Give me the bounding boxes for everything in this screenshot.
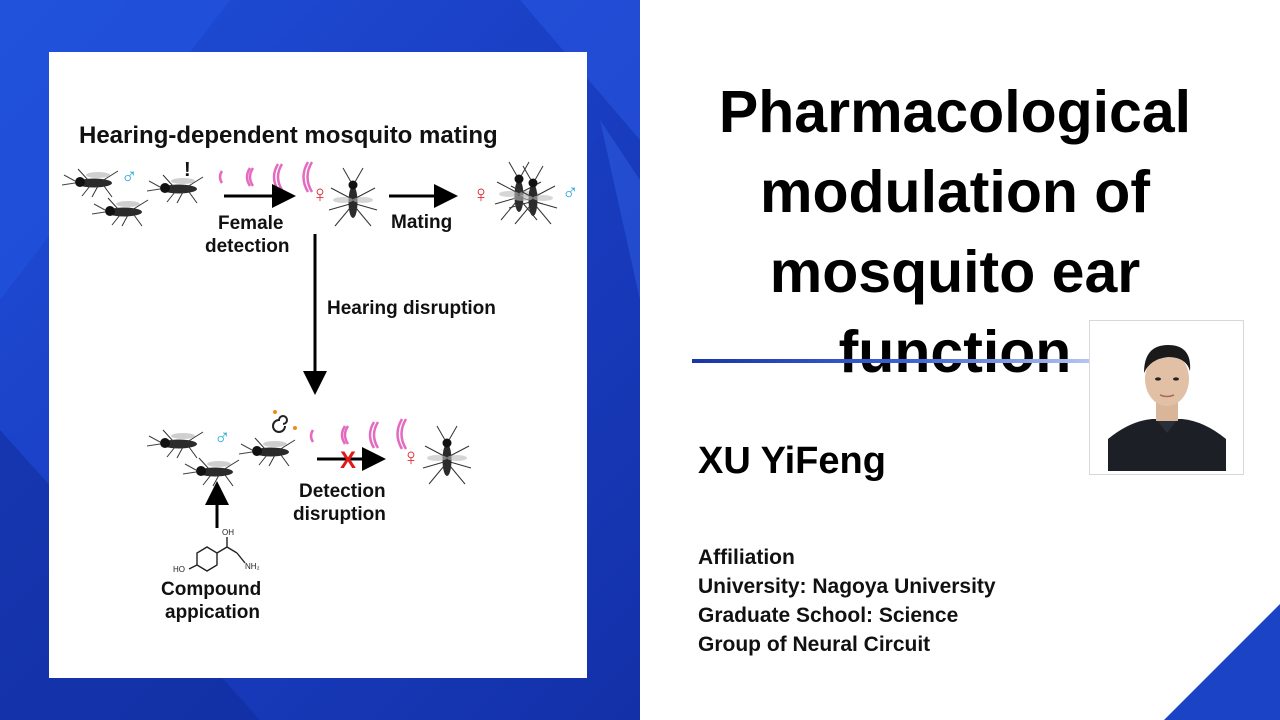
- label-detection: detection: [205, 236, 289, 257]
- block-mark: X: [340, 447, 356, 474]
- male-mosquito: [146, 174, 204, 204]
- label-detection-disruption-1: Detection: [299, 481, 386, 502]
- exclaim-mark: !: [184, 159, 191, 181]
- label-mating: Mating: [391, 212, 452, 233]
- label-detection-disruption-2: disruption: [293, 504, 386, 525]
- female-mosquito: [328, 167, 378, 227]
- label-application: appication: [165, 602, 260, 623]
- author-photo: [1090, 321, 1243, 474]
- slide-title: Pharmacological modulation of mosquito e…: [718, 79, 1192, 385]
- label-hearing-disruption: Hearing disruption: [327, 298, 496, 319]
- male-mosquito: [146, 429, 204, 459]
- compound-structure: [188, 537, 246, 572]
- mating-pair: [494, 161, 558, 225]
- left-blue-panel: Hearing-dependent mosquito mating ♂ ! Fe…: [0, 0, 640, 720]
- affiliation-group: Group of Neural Circuit: [698, 633, 931, 656]
- mating-figure: Hearing-dependent mosquito mating ♂ ! Fe…: [49, 52, 587, 678]
- male-mosquito: [61, 168, 119, 198]
- affiliation-block: Affiliation University: Nagoya Universit…: [698, 543, 1098, 659]
- sound-waves: [218, 161, 314, 193]
- figure-diagram: Hearing-dependent mosquito mating ♂ ! Fe…: [61, 122, 579, 623]
- corner-accent: [1164, 604, 1280, 720]
- female-symbol: ♀: [402, 444, 420, 471]
- label-female: Female: [218, 213, 283, 234]
- male-symbol: ♂: [121, 163, 138, 188]
- portrait-image: [1108, 331, 1226, 471]
- sound-waves: [309, 418, 408, 450]
- female-symbol: ♀: [311, 181, 329, 208]
- male-mosquito: [238, 437, 296, 467]
- female-symbol: ♀: [472, 181, 490, 208]
- affiliation-heading: Affiliation: [698, 546, 795, 569]
- male-symbol: ♂: [562, 179, 579, 204]
- affiliation-university: University: Nagoya University: [698, 575, 996, 598]
- chem-label-nh2: NH₂: [245, 562, 260, 571]
- chem-label-oh: OH: [222, 528, 234, 537]
- dizzy-icon: [272, 415, 288, 433]
- male-mosquito: [182, 457, 240, 487]
- male-mosquito: [91, 197, 149, 227]
- title-underline: [692, 359, 1092, 363]
- author-name: XU YiFeng: [698, 440, 886, 482]
- chem-label-ho: HO: [173, 565, 185, 574]
- male-symbol: ♂: [214, 424, 231, 449]
- figure-heading: Hearing-dependent mosquito mating: [79, 122, 498, 149]
- label-compound: Compound: [161, 579, 261, 600]
- female-mosquito: [422, 425, 472, 485]
- affiliation-graduate-school: Graduate School: Science: [698, 604, 959, 627]
